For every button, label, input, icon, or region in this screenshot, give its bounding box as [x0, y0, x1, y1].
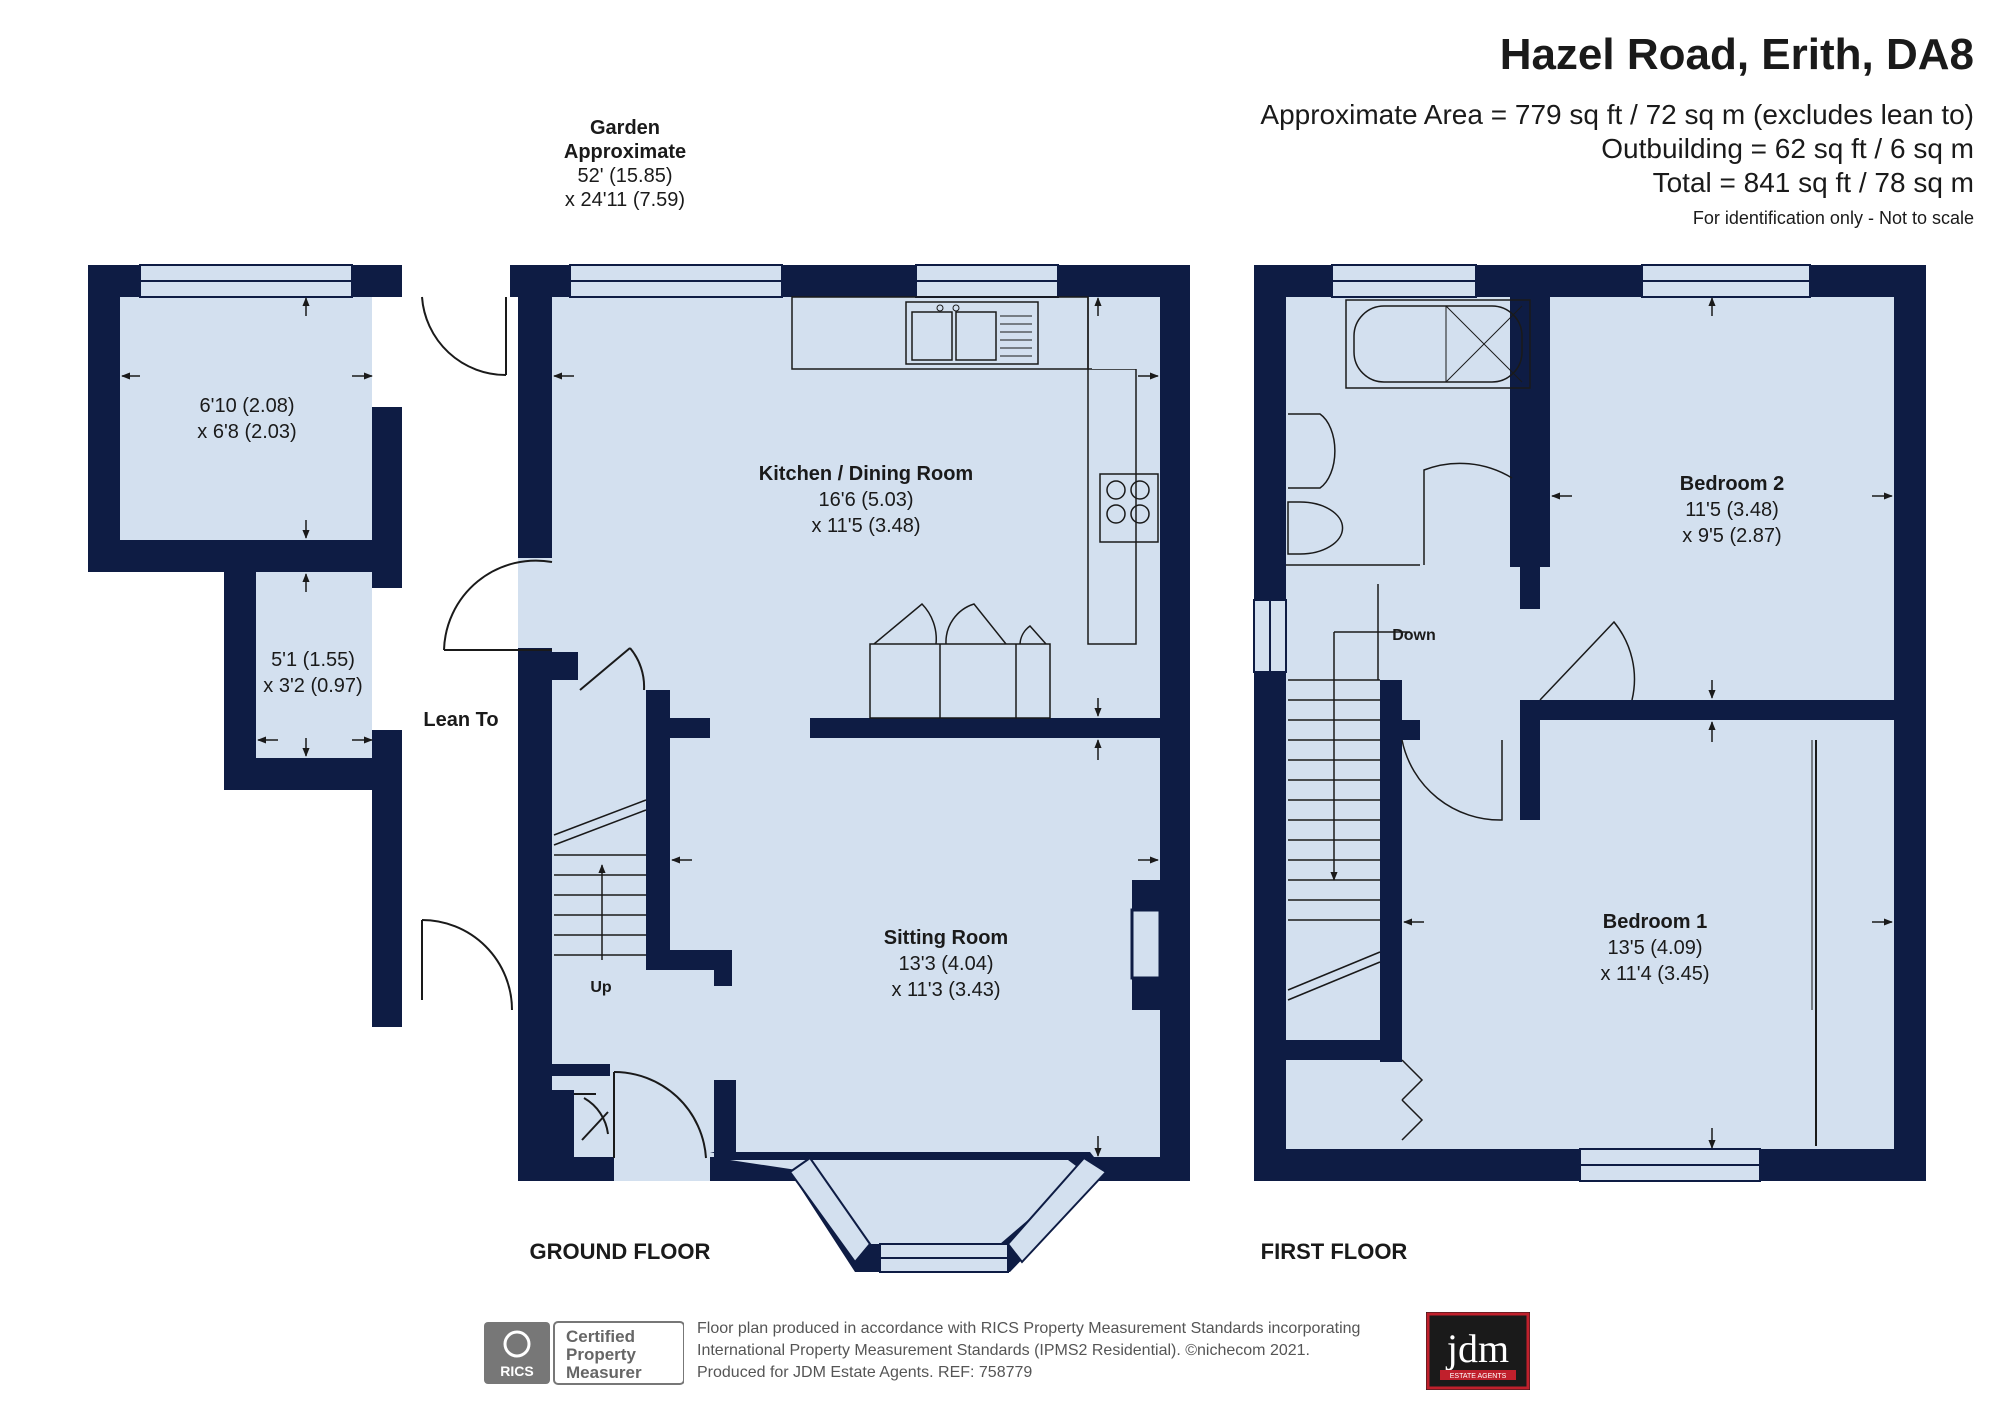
ground-floor [121, 264, 1190, 1273]
rics-measurer-text: Measurer [566, 1363, 642, 1382]
jdm-text: jdm [1445, 1326, 1509, 1371]
bedroom2-dim1: 11'5 (3.48) [1685, 499, 1779, 521]
first-stairs [1287, 584, 1410, 1001]
outbuilding-dim2: x 6'8 (2.03) [197, 421, 296, 443]
outbuilding-small-dim1: 5'1 (1.55) [271, 649, 355, 671]
disclaimer: For identification only - Not to scale [1692, 208, 1974, 228]
rics-text: RICS [500, 1363, 533, 1379]
jdm-subtext: ESTATE AGENTS [1450, 1373, 1507, 1380]
bedroom1-dim1: 13'5 (4.09) [1608, 937, 1703, 959]
garden-dim1: 52' (15.85) [577, 165, 673, 187]
rics-certified-logo: RICS Certified Property Measurer [484, 1321, 684, 1385]
footer-line1: Floor plan produced in accordance with R… [697, 1320, 1361, 1337]
bedroom1-name: Bedroom 1 [1603, 911, 1707, 933]
total-area: Total = 841 sq ft / 78 sq m [1652, 167, 1974, 198]
bedroom1-dim2: x 11'4 (3.45) [1600, 963, 1709, 985]
jdm-estate-agents-logo: jdm ESTATE AGENTS [1426, 1312, 1530, 1390]
rics-certified-text: Certified [566, 1327, 635, 1346]
garden-qualifier: Approximate [563, 141, 687, 163]
footer-line3: Produced for JDM Estate Agents. REF: 758… [697, 1364, 1033, 1381]
ground-floor-label: GROUND FLOOR [530, 1239, 711, 1264]
garden-dim2: x 24'11 (7.59) [564, 189, 686, 211]
stairs-down-label: Down [1392, 627, 1436, 644]
ground-stairs [553, 799, 647, 960]
first-floor-label: FIRST FLOOR [1261, 1239, 1408, 1264]
approximate-area: Approximate Area = 779 sq ft / 72 sq m (… [1260, 99, 1974, 130]
footer-line2: International Property Measurement Stand… [697, 1342, 1310, 1359]
outbuilding-area: Outbuilding = 62 sq ft / 6 sq m [1601, 133, 1974, 164]
lean-to-label: Lean To [423, 709, 498, 731]
outbuilding-small-dim2: x 3'2 (0.97) [263, 675, 362, 697]
sitting-room-dim1: 13'3 (4.04) [899, 953, 994, 975]
lean-to [372, 265, 520, 1027]
kitchen-dim1: 16'6 (5.03) [819, 489, 914, 511]
sitting-room-dim2: x 11'3 (3.43) [891, 979, 1000, 1001]
bedroom2-name: Bedroom 2 [1680, 473, 1784, 495]
stairs-up-label: Up [590, 979, 612, 996]
bath [1345, 299, 1531, 389]
rics-property-text: Property [566, 1345, 636, 1364]
footer-text: Floor plan produced in accordance with R… [697, 1318, 1360, 1384]
bedroom2-dim2: x 9'5 (2.87) [1682, 525, 1781, 547]
sitting-room-name: Sitting Room [884, 927, 1008, 949]
kitchen-dim2: x 11'5 (3.48) [811, 515, 920, 537]
outbuilding-dim1: 6'10 (2.08) [200, 395, 295, 417]
property-title: Hazel Road, Erith, DA8 [1499, 30, 1974, 79]
kitchen-units [791, 296, 1160, 719]
garden-label: Garden [589, 117, 661, 139]
outbuilding [88, 264, 420, 572]
first-floor [1253, 264, 1926, 1182]
kitchen-name: Kitchen / Dining Room [759, 463, 973, 485]
